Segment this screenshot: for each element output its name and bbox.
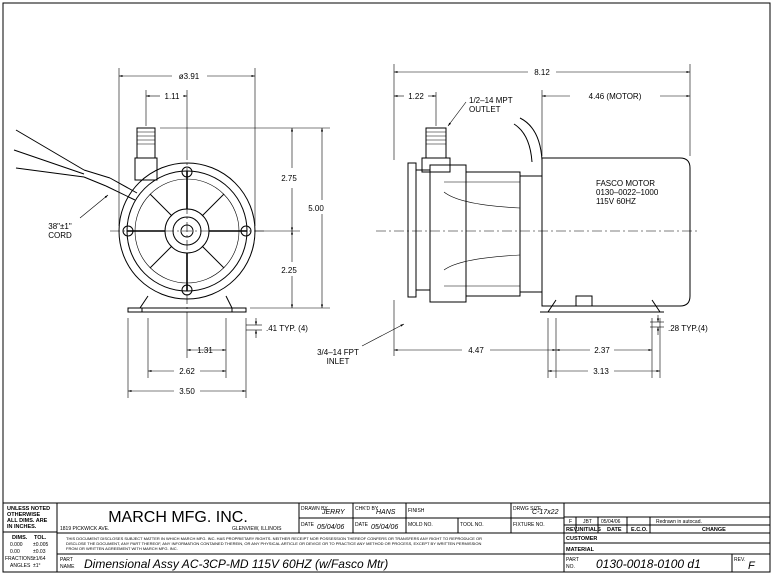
tol-row4-tol: ±1° — [33, 563, 41, 569]
drawn-by: JERRY — [321, 509, 346, 516]
dim-front-hole-offset: 1.31 — [197, 346, 213, 355]
dim-front-base-width: 3.50 — [179, 387, 195, 396]
rev-col-rev: REV. — [566, 527, 579, 533]
outlet-label-2: OUTLET — [469, 105, 501, 114]
drawn-by-label: DRAWN BY — [301, 506, 328, 512]
rev-value: F — [569, 519, 572, 525]
drawn-date: 05/04/06 — [317, 524, 344, 531]
notice-line-1: THIS DOCUMENT DISCLOSES SUBJECT MATTER I… — [66, 536, 482, 541]
dim-front-dia: ø3.91 — [179, 72, 200, 81]
dim-front-lower-height: 2.25 — [281, 266, 297, 275]
cord-wires — [13, 129, 85, 178]
tol-line-3: ALL DIMS. ARE — [7, 518, 48, 524]
rev-change: Redrawn in autocad. — [656, 519, 702, 525]
rev-number: F — [748, 560, 756, 572]
dim-side-overall-length: 8.12 — [534, 68, 550, 77]
inlet-label-2: INLET — [327, 357, 350, 366]
mold-no-label: MOLD NO. — [408, 522, 433, 528]
side-view — [376, 117, 700, 313]
chkd-date: 05/04/06 — [371, 524, 398, 531]
rev-col-date: DATE — [607, 527, 622, 533]
rev-initials: JBT — [583, 519, 592, 525]
tol-line-4: IN INCHES. — [7, 524, 37, 530]
customer-label: CUSTOMER — [566, 536, 597, 542]
tol-col-dims: DIMS. — [12, 535, 28, 541]
cord-label-2: CORD — [48, 231, 72, 240]
inlet-label-1: 3/4–14 FPT — [317, 348, 359, 357]
part-name: Dimensional Assy AC-3CP-MD 115V 60HZ (w/… — [84, 557, 388, 571]
front-view — [13, 127, 264, 318]
rev-no-label: REV. — [734, 557, 745, 563]
dim-front-total-height: 5.00 — [308, 204, 324, 213]
company-address: 1819 PICKWICK AVE. — [60, 526, 109, 532]
tol-row1-dim: 0.000 — [10, 542, 23, 548]
tol-line-1: UNLESS NOTED — [7, 506, 50, 512]
dwg-size: C-17x22 — [532, 509, 559, 516]
dwg-size-label: DRWG SIZE — [513, 506, 542, 512]
dim-side-motor-length: 4.46 (MOTOR) — [589, 92, 642, 101]
finish-label: FINISH — [408, 508, 425, 514]
front-view-dimensions: ø3.91 1.11 2.75 2.25 5.00 .41 TYP. (4) 1 — [48, 68, 330, 398]
notice-line-2: DISCLOSE THE DOCUMENT, ANY PART THEREOF,… — [66, 541, 481, 546]
chkd-by-label: CHK'D BY — [355, 506, 379, 512]
tol-row2-dim: 0.00 — [10, 549, 20, 555]
side-motor-body — [541, 157, 691, 307]
title-block: UNLESS NOTED OTHERWISE ALL DIMS. ARE IN … — [2, 502, 771, 573]
part-name-label-2: NAME — [60, 564, 75, 570]
part-name-label-1: PART — [60, 557, 73, 563]
rev-col-change: CHANGE — [702, 527, 726, 533]
tool-no-label: TOOL NO. — [460, 522, 484, 528]
tol-row2-tol: ±0.03 — [33, 549, 46, 555]
chkd-by: HANS — [376, 509, 396, 516]
tol-row4-dim: ANGLES — [10, 563, 31, 569]
dim-front-foot-thickness: .41 TYP. (4) — [266, 324, 308, 333]
company-name: MARCH MFG. INC. — [108, 509, 248, 526]
motor-label-1: FASCO MOTOR — [596, 179, 655, 188]
side-view-dimensions: 8.12 1.22 1/2–14 MPT OUTLET 4.46 (MOTOR)… — [317, 64, 708, 378]
motor-label-3: 115V 60HZ — [596, 197, 636, 206]
rev-date: 05/04/06 — [601, 519, 621, 525]
dim-side-foot-thickness: .28 TYP.(4) — [668, 324, 708, 333]
outlet-label-1: 1/2–14 MPT — [469, 96, 513, 105]
dim-side-hole-spacing: 2.37 — [594, 346, 610, 355]
chkd-date-label: DATE — [355, 522, 369, 528]
dim-side-base-length: 3.13 — [593, 367, 609, 376]
part-no-label-2: NO. — [566, 564, 575, 570]
rev-col-initials: INITIALS — [578, 527, 601, 533]
dim-front-hole-spacing: 2.62 — [179, 367, 195, 376]
dim-front-outlet-offset: 1.11 — [165, 92, 181, 101]
part-number: 0130-0018-0100 d1 — [596, 557, 701, 571]
dim-side-inlet-to-hole: 4.47 — [468, 346, 484, 355]
dim-side-outlet-offset: 1.22 — [408, 92, 424, 101]
front-outlet-nipple — [136, 127, 156, 159]
side-outlet-nipple — [425, 127, 447, 159]
dim-front-upper-height: 2.75 — [281, 174, 297, 183]
tol-line-2: OTHERWISE — [7, 512, 41, 518]
side-inlet-flange — [407, 162, 417, 298]
company-city: GLENVIEW, ILLINOIS — [232, 526, 282, 532]
part-no-label-1: PART — [566, 557, 579, 563]
tol-row1-tol: ±0.005 — [33, 542, 48, 548]
cord-label-1: 38"±1" — [48, 222, 72, 231]
material-label: MATERIAL — [566, 547, 595, 553]
drawn-date-label: DATE — [301, 522, 315, 528]
rev-col-eco: E.C.O. — [631, 527, 648, 533]
side-pump-head — [429, 164, 521, 303]
motor-label-2: 0130–0022–1000 — [596, 188, 659, 197]
tol-row3-dim: FRACTIONS — [5, 556, 35, 562]
tol-col-tol: TOL. — [34, 535, 47, 541]
fixture-no-label: FIXTURE NO. — [513, 522, 545, 528]
notice-line-3: FROM OR WRITTEN AGREEMENT WITH MARCH MFG… — [66, 546, 178, 551]
tol-row3-tol: ±1/64 — [33, 556, 46, 562]
